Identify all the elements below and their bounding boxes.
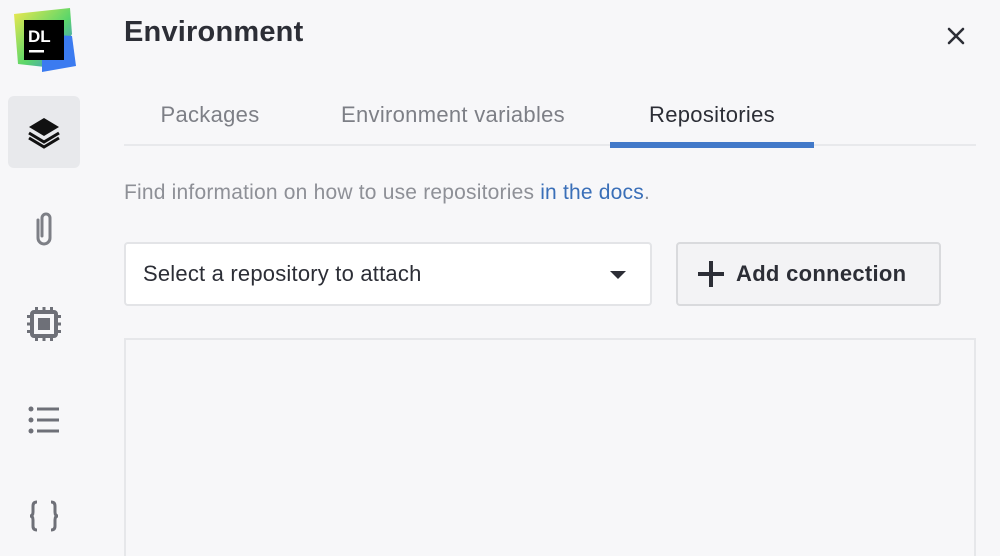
sidebar-item-outline[interactable]: [8, 384, 80, 456]
add-connection-button[interactable]: Add connection: [676, 242, 941, 306]
braces-icon: [29, 500, 59, 532]
repository-select[interactable]: Select a repository to attach: [124, 242, 652, 306]
logo-icon: DL: [14, 8, 76, 72]
page-title: Environment: [124, 16, 304, 48]
tab-label: Packages: [160, 102, 260, 127]
layers-icon: [28, 118, 60, 149]
tab-environment-variables[interactable]: Environment variables: [296, 90, 610, 146]
chip-icon: [27, 307, 61, 341]
tab-label: Environment variables: [341, 102, 565, 127]
datalore-logo[interactable]: DL: [12, 8, 78, 74]
svg-text:DL: DL: [28, 27, 51, 46]
sidebar-item-attachments[interactable]: [8, 192, 80, 264]
attached-repositories-panel: [124, 338, 976, 556]
caret-down-icon: [610, 271, 626, 279]
sidebar-item-variables[interactable]: [8, 480, 80, 552]
tab-repositories[interactable]: Repositories: [610, 90, 814, 148]
list-icon: [28, 406, 59, 434]
plus-icon: [698, 261, 724, 287]
docs-link[interactable]: in the docs: [540, 181, 644, 204]
tab-packages[interactable]: Packages: [124, 90, 296, 146]
info-text-body: Find information on how to use repositor…: [124, 181, 541, 204]
repository-select-placeholder: Select a repository to attach: [143, 261, 422, 286]
sidebar-item-environment[interactable]: [8, 96, 80, 168]
info-suffix: .: [643, 181, 650, 204]
tab-bar: Packages Environment variables Repositor…: [124, 90, 976, 148]
tab-label: Repositories: [649, 102, 775, 127]
close-icon: [947, 27, 965, 45]
paperclip-icon: [36, 212, 52, 246]
info-text: Find information on how to use repositor…: [124, 181, 650, 205]
add-connection-label: Add connection: [736, 261, 907, 286]
close-button[interactable]: [940, 20, 972, 52]
sidebar-item-machine[interactable]: [8, 288, 80, 360]
sidebar: DL: [0, 0, 88, 556]
